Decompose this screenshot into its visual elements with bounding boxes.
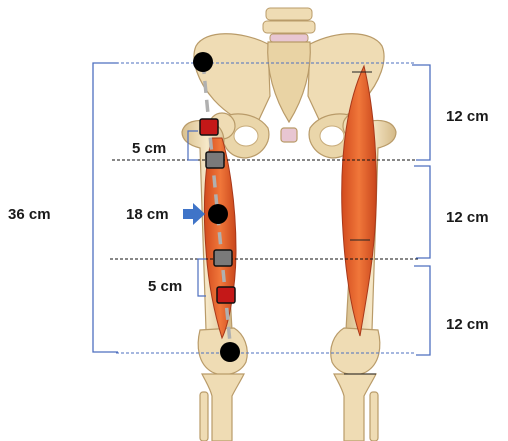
- upper-offset-label: 5 cm: [132, 140, 166, 157]
- bracket-bottom-segment: [414, 266, 430, 355]
- bracket-middle-segment: [414, 166, 430, 258]
- lower-red-electrode-marker: [217, 287, 235, 303]
- lower-offset-label: 5 cm: [148, 278, 182, 295]
- middle-segment-label: 12 cm: [446, 209, 489, 226]
- upper-gray-electrode-marker: [206, 152, 224, 168]
- bottom-landmark-marker: [220, 342, 240, 362]
- segment-brackets: [412, 65, 430, 355]
- top-segment-label: 12 cm: [446, 108, 489, 125]
- left-lower-leg: [200, 374, 244, 441]
- bottom-segment-label: 12 cm: [446, 316, 489, 333]
- spine-vertebrae: [263, 8, 315, 42]
- total-length-bracket: [93, 63, 118, 352]
- midpoint-landmark-marker: [208, 204, 228, 224]
- lower-gray-electrode-marker: [214, 250, 232, 266]
- bracket-top-segment: [412, 65, 430, 160]
- right-lower-leg: [334, 374, 378, 441]
- total-length-label: 36 cm: [8, 206, 51, 223]
- midpoint-distance-label: 18 cm: [126, 206, 169, 223]
- upper-red-electrode-marker: [200, 119, 218, 135]
- top-landmark-marker: [193, 52, 213, 72]
